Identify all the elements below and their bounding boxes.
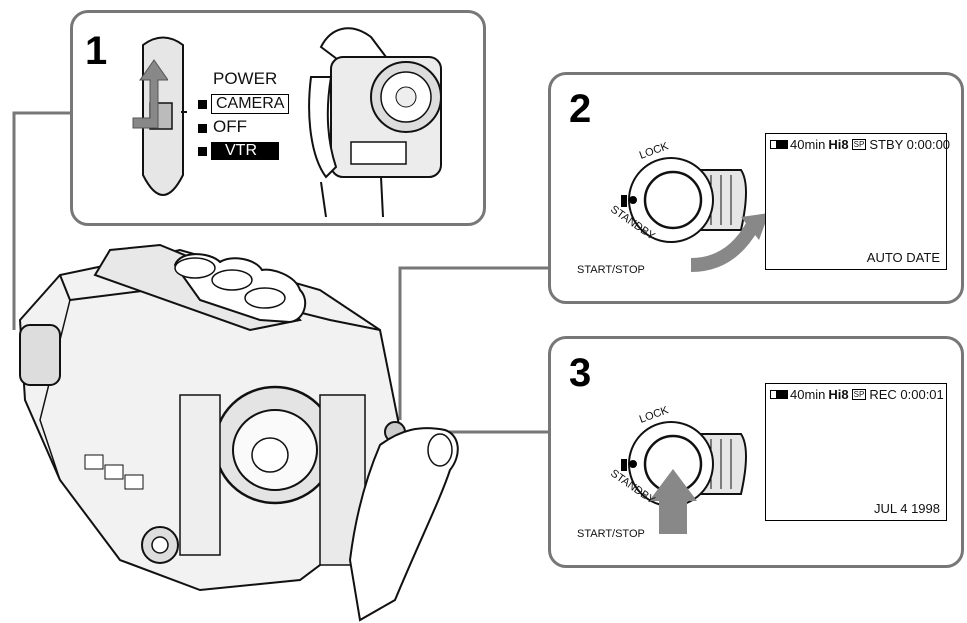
start-stop-label: START/STOP [577,264,645,276]
battery-icon [770,390,788,399]
lcd-status-line: 40min Hi8 SP REC 0:00:01 [770,387,944,402]
speed-badge: SP [851,389,867,400]
recording-status: STBY 0:00:00 [869,137,951,152]
recording-status: REC 0:00:01 [869,387,944,402]
format-badge: Hi8 [828,387,849,402]
step2-number: 2 [569,87,592,131]
lcd-screen-standby: 40min Hi8 SP STBY 0:00:00 AUTO DATE [765,133,950,270]
off-indicator [198,124,207,133]
camera-indicator [198,100,207,109]
format-badge: Hi8 [828,137,849,152]
mode-off: OFF [213,117,247,136]
lcd-screen-recording: 40min Hi8 SP REC 0:00:01 JUL 4 1998 [765,383,947,521]
tape-time: 40min [790,387,826,402]
vtr-indicator [198,147,207,156]
date-mode-text: AUTO DATE [866,250,940,265]
speed-badge: SP [851,139,867,150]
step3-panel: 3 LOCK STANDBY START/STOP 40min Hi8 SP R… [548,336,964,568]
step2-panel: 2 LOCK STANDBY START/STOP 40min Hi8 SP S… [548,72,964,304]
start-stop-label: START/STOP [577,528,645,540]
step1-panel: 1 POWER CAMERA OFF VTR [70,10,486,226]
press-arrow-icon [649,469,697,534]
up-arrow-icon [132,59,168,129]
small-camcorder-illustration [308,27,442,217]
date-text: JUL 4 1998 [873,501,940,516]
step1-number: 1 [85,29,108,73]
step3-number: 3 [569,351,592,395]
battery-icon [770,140,788,149]
camcorder-illustration [18,243,459,622]
power-label: POWER [213,69,278,88]
start-stop-dial-standby [621,157,769,272]
mode-vtr: VTR [211,142,279,160]
lcd-status-line: 40min Hi8 SP STBY 0:00:00 [770,137,950,152]
start-stop-dial-press [621,421,747,534]
tape-time: 40min [790,137,826,152]
mode-camera: CAMERA [211,94,290,114]
